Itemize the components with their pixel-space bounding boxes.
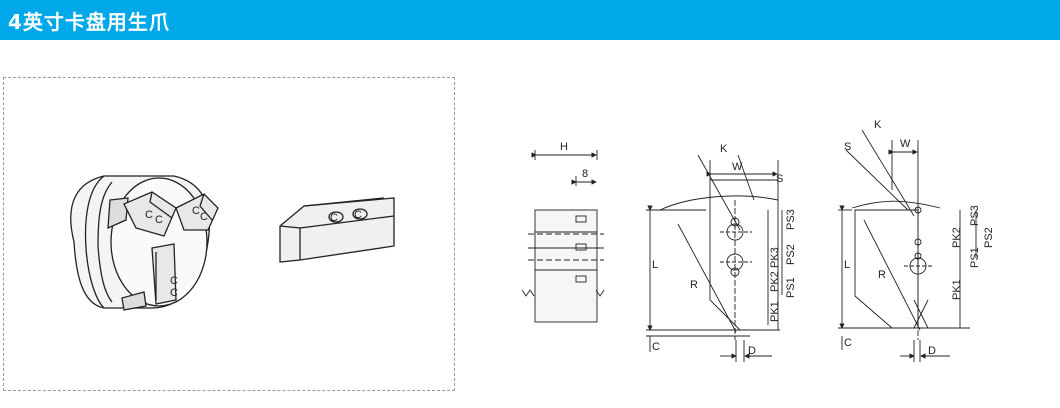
chuck-jaw-mark: C xyxy=(192,205,200,217)
dim-label-w: W xyxy=(732,161,743,173)
dimension-drawings: H 8 K W S L R C D PK3 PS3 PS2 PK2 PS1 PK… xyxy=(500,100,1040,380)
chuck-jaw-mark: C xyxy=(170,287,178,299)
jaw-mark: C xyxy=(330,212,338,224)
dim-label-pk1: PK1 xyxy=(951,279,963,300)
dim-label-k: K xyxy=(874,119,882,131)
dim-label-c: C xyxy=(844,337,852,349)
dim-label-ps2: PS2 xyxy=(983,227,995,248)
jaw-mark: C xyxy=(354,209,362,221)
title-bar: 4英寸卡盘用生爪 xyxy=(0,0,1060,40)
dim-label-pk2: PK2 xyxy=(951,227,963,248)
dim-label-c: C xyxy=(652,341,660,353)
dim-label-r: R xyxy=(690,279,698,291)
dim-label-ps2: PS2 xyxy=(785,244,797,265)
dim-label-s: S xyxy=(776,173,783,185)
dim-label-w: W xyxy=(900,138,911,150)
dim-label-8: 8 xyxy=(582,168,588,180)
dim-label-l: L xyxy=(844,259,850,271)
page-title: 4英寸卡盘用生爪 xyxy=(8,10,170,34)
dim-label-r: R xyxy=(878,269,886,281)
dim-label-ps1: PS1 xyxy=(969,247,981,268)
dim-label-pk3: PK3 xyxy=(769,247,781,268)
dim-label-d: D xyxy=(928,345,936,357)
chuck-jaw-mark: C xyxy=(170,275,178,287)
dim-label-l: L xyxy=(652,259,658,271)
chuck-illustration: C C C C C C C C xyxy=(70,175,395,311)
dim-label-ps3: PS3 xyxy=(785,209,797,230)
dim-label-pk1: PK1 xyxy=(769,301,781,322)
dim-label-ps1: PS1 xyxy=(785,277,797,298)
dim-label-ps3: PS3 xyxy=(969,205,981,226)
chuck-illustration-frame: C C C C C C C C xyxy=(3,77,455,391)
dim-label-k: K xyxy=(720,143,728,155)
chuck-jaw-mark: C xyxy=(200,211,208,223)
dim-label-s: S xyxy=(844,141,851,153)
dimension-drawings-svg: H 8 K W S L R C D PK3 PS3 PS2 PK2 PS1 PK… xyxy=(521,119,995,362)
dim-label-pk2: PK2 xyxy=(769,271,781,292)
dim-label-d: D xyxy=(748,345,756,357)
dim-label-h: H xyxy=(560,141,568,153)
chuck-jaw-mark: C xyxy=(155,214,163,226)
chuck-jaw-mark: C xyxy=(145,209,153,221)
